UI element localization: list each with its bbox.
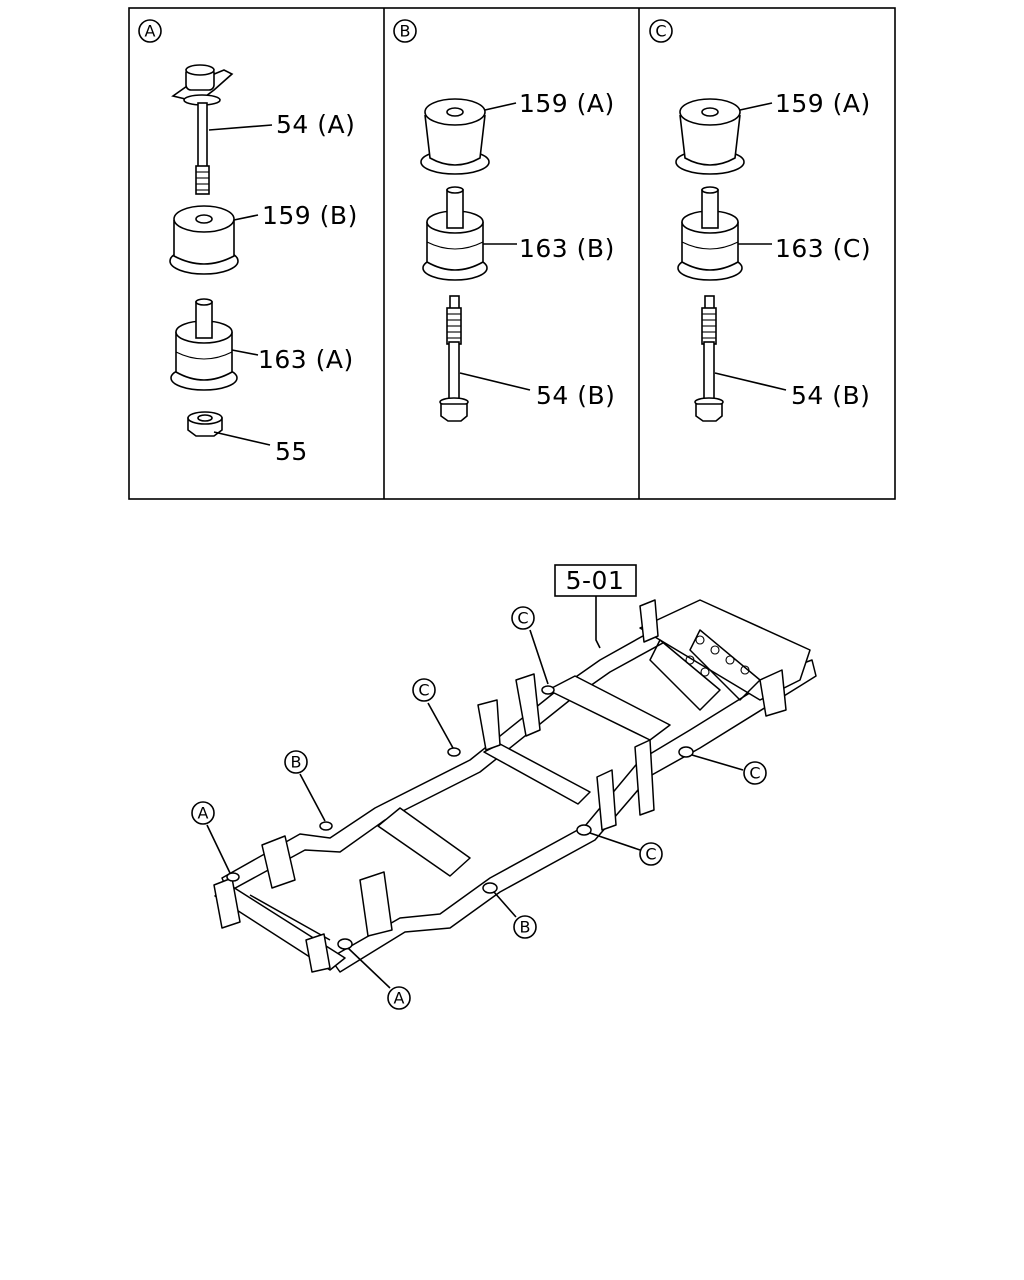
bracket <box>213 877 241 929</box>
panel-badge: B <box>400 22 411 41</box>
mount-pad <box>541 685 555 695</box>
part-label-54b: 54 (B) <box>791 381 870 410</box>
cushion-159a-icon <box>420 98 490 175</box>
leader-line <box>231 349 259 356</box>
leader-line <box>484 102 517 111</box>
mount-pad <box>319 821 333 831</box>
callout-c: C <box>749 764 760 783</box>
right-side-rail <box>329 659 817 973</box>
callout-b: B <box>520 918 531 937</box>
part-label-159a: 159 (A) <box>775 89 871 118</box>
ref-box-label: 5-01 <box>566 566 625 595</box>
leader-line <box>213 431 271 446</box>
part-label-159b: 159 (B) <box>262 201 358 230</box>
bracket <box>477 699 501 751</box>
panel-badge-circle <box>649 19 673 43</box>
panel-badge-circle <box>138 19 162 43</box>
panel-frame <box>128 7 896 500</box>
mount-pad <box>576 824 592 836</box>
callout-c: C <box>517 609 528 628</box>
bolt-54a-icon <box>171 64 234 195</box>
cushion-159b-icon <box>169 205 239 275</box>
leader-line <box>739 102 773 111</box>
mount-pad <box>447 747 461 757</box>
leader-line <box>595 596 601 649</box>
chassis-frame-drawing <box>213 599 817 973</box>
detail-panels <box>128 7 896 500</box>
cross-member <box>483 743 591 805</box>
frame-callouts: C C B A C C B A <box>191 606 767 1010</box>
leader-line <box>233 214 259 221</box>
part-label-54a: 54 (A) <box>276 110 355 139</box>
bracket <box>515 673 541 737</box>
cushion-163a-icon <box>170 298 238 391</box>
callout-c: C <box>418 681 429 700</box>
part-label-55: 55 <box>275 437 308 466</box>
cushion-163c-icon <box>677 186 743 281</box>
panel-badge: C <box>655 22 666 41</box>
callout-a: A <box>394 989 405 1008</box>
cross-member <box>377 807 471 877</box>
bracket <box>305 933 331 973</box>
bracket <box>634 739 655 816</box>
part-label-163b: 163 (B) <box>519 234 615 263</box>
rear-x-brace <box>689 629 761 701</box>
mount-pad <box>678 746 694 758</box>
cushion-159a-icon <box>675 98 745 175</box>
mount-pad <box>226 872 240 882</box>
bracket <box>759 669 787 717</box>
bolt-54b-icon <box>694 295 724 422</box>
bolt-54b-icon <box>439 295 469 422</box>
ref-box-5-01: 5-01 <box>554 564 637 649</box>
bracket <box>261 835 296 889</box>
leader-line <box>459 372 531 391</box>
panel-badge-circle <box>393 19 417 43</box>
panel-badge: A <box>145 22 156 41</box>
part-label-54b: 54 (B) <box>536 381 615 410</box>
bracket <box>596 769 617 831</box>
panel-c: C 159 (A) 163 (C) <box>649 19 871 422</box>
bracket <box>359 871 393 937</box>
part-label-159a: 159 (A) <box>519 89 615 118</box>
leader-line <box>714 372 787 391</box>
rear-x-brace <box>649 639 721 711</box>
panel-b: B 159 (A) 163 (B) <box>393 19 615 422</box>
part-label-163c: 163 (C) <box>775 234 871 263</box>
callout-c: C <box>645 845 656 864</box>
mount-pad <box>482 882 498 894</box>
callout-a: A <box>198 804 209 823</box>
callout-b: B <box>291 753 302 772</box>
leader-line <box>208 124 273 131</box>
cross-member <box>547 675 671 741</box>
nut-55-icon <box>187 411 223 437</box>
bracket <box>639 599 659 643</box>
panel-a: A 54 (A) 159 (B) <box>138 19 358 466</box>
cushion-163b-icon <box>422 186 488 281</box>
part-label-163a: 163 (A) <box>258 345 354 374</box>
mount-pad <box>337 938 353 950</box>
